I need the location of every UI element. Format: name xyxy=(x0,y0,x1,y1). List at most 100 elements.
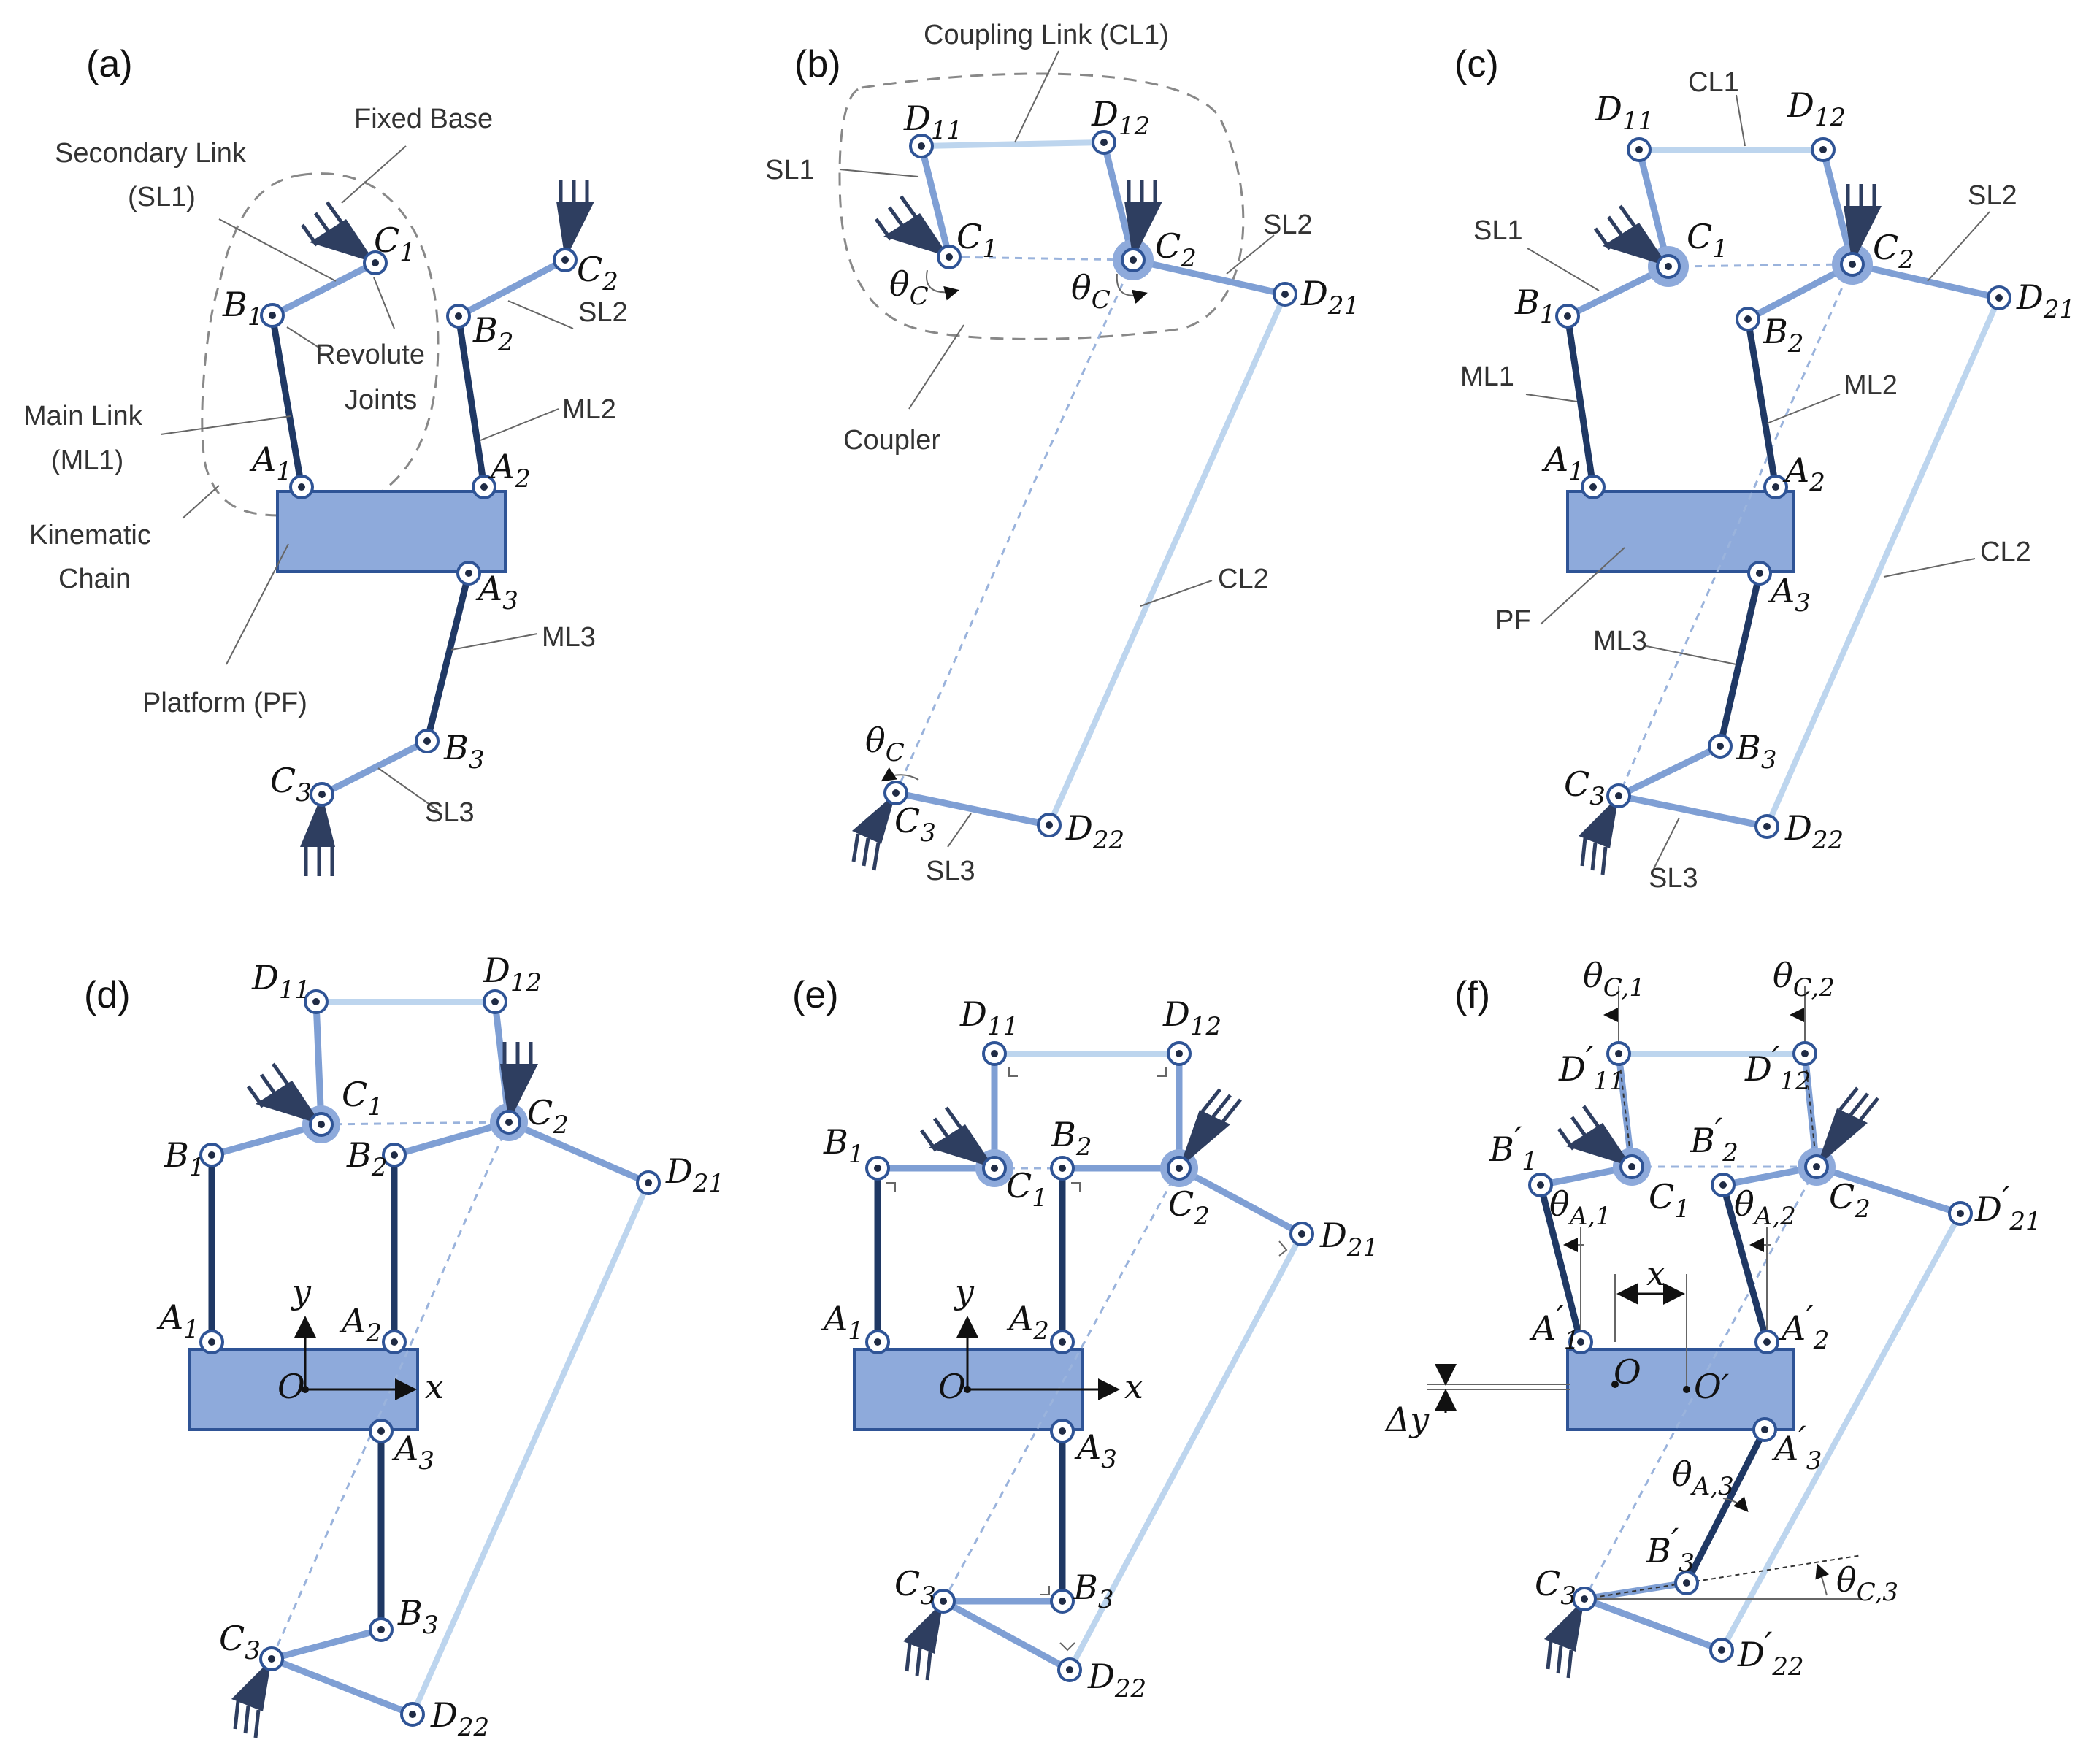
theta-c-arrow-3 xyxy=(881,767,919,782)
secondary-link-2-ext xyxy=(1849,261,2003,302)
label-c1: C1 xyxy=(1006,1166,1048,1213)
label-theta-c2: θC,2 xyxy=(1773,956,1835,1002)
label-d12: D12 xyxy=(1787,85,1846,132)
origin-dot xyxy=(302,1386,309,1393)
panel-c: (c) xyxy=(1454,43,2075,894)
origin-dot xyxy=(964,1386,971,1393)
label-d22: D22 xyxy=(430,1695,489,1742)
label-c2: C2 xyxy=(527,1093,569,1140)
label-b3: B3 xyxy=(1736,728,1776,775)
label-theta-c-1: θC xyxy=(889,264,929,311)
fixed-base-c1 xyxy=(300,201,375,263)
fixed-base-c3 xyxy=(1544,1599,1584,1679)
label-theta-c1: θC,1 xyxy=(1583,956,1645,1002)
panel-a: (a) xyxy=(23,43,628,876)
callout-ml1: ML1 xyxy=(1460,361,1514,392)
label-b2: B2 xyxy=(1763,312,1803,358)
panel-f: (f) xyxy=(1384,956,2041,1681)
coupling-link-2 xyxy=(1764,295,2002,829)
label-d11: D11 xyxy=(251,958,310,1005)
upper-link-2-dotted xyxy=(1804,1053,1817,1167)
label-d21: D21 xyxy=(2016,277,2075,324)
secondary-link-3 xyxy=(318,737,431,798)
label-origin: O xyxy=(938,1367,966,1406)
label-origin: O xyxy=(277,1367,305,1406)
label-c2: C2 xyxy=(577,250,618,296)
callout-main-link: Main Link xyxy=(23,401,143,432)
label-c1: C1 xyxy=(956,217,998,264)
label-c3: C3 xyxy=(219,1619,261,1665)
secondary-link-3-ext xyxy=(940,1598,1073,1673)
panel-label-d: (d) xyxy=(84,974,131,1016)
fixed-base-c3 xyxy=(851,793,896,871)
theta-c3-arrow xyxy=(1815,1563,1830,1596)
label-theta-a2: θA,2 xyxy=(1734,1184,1796,1231)
callout-cl1: CL1 xyxy=(1688,67,1739,98)
callout-ml2: ML2 xyxy=(562,394,616,425)
callout-coupler: Coupler xyxy=(843,425,940,456)
callout-main-link-ml1: (ML1) xyxy=(51,445,123,476)
label-theta-c-3: θC xyxy=(865,721,905,767)
label-b1: B1 xyxy=(164,1135,204,1182)
panel-label-b: (b) xyxy=(794,43,841,85)
label-c2: C2 xyxy=(1873,228,1914,275)
upper-link-1-dotted xyxy=(1618,1053,1633,1167)
callout-joints: Joints xyxy=(345,385,417,415)
label-x: x xyxy=(1124,1367,1143,1406)
fixed-base-c2 xyxy=(500,1042,538,1122)
label-c2: C2 xyxy=(1829,1177,1871,1224)
callout-coupling-link: Coupling Link (CL1) xyxy=(924,20,1169,50)
label-d12: D12 xyxy=(1162,994,1222,1041)
label-a3: A3 xyxy=(475,569,518,616)
callout-sl2: SL2 xyxy=(1968,180,2017,211)
label-origin-prime: O′ xyxy=(1694,1367,1730,1406)
label-c3: C3 xyxy=(1564,764,1606,811)
label-theta-c3: θC,3 xyxy=(1836,1560,1898,1607)
c2-c3-dashed xyxy=(942,1167,1181,1602)
upper-link-1 xyxy=(312,998,325,1128)
secondary-link-3-ext xyxy=(1615,792,1771,830)
secondary-link-1 xyxy=(918,142,953,261)
label-y: y xyxy=(954,1272,975,1311)
label-b1-prime: B′1 xyxy=(1489,1119,1538,1176)
origin-o-dot xyxy=(1611,1381,1619,1388)
fixed-base-c3 xyxy=(231,1659,272,1738)
label-x-dimension: x xyxy=(1646,1254,1665,1293)
callout-sl3: SL3 xyxy=(926,856,975,886)
label-d22: D22 xyxy=(1065,808,1124,855)
main-link-2 xyxy=(1744,315,1779,491)
coupling-link-2 xyxy=(1067,1231,1305,1673)
main-link-3 xyxy=(423,570,472,745)
label-b2: B2 xyxy=(346,1135,387,1182)
coupler-outline xyxy=(838,72,1245,340)
callout-secondary-link-sl1: (SL1) xyxy=(128,182,196,212)
callout-ml2: ML2 xyxy=(1844,370,1898,401)
callout-pf: PF xyxy=(1495,605,1531,636)
c2-c3-dashed xyxy=(1617,264,1854,797)
secondary-link-1 xyxy=(269,259,379,319)
coupling-link-2 xyxy=(410,1180,651,1717)
secondary-link-3 xyxy=(268,1626,385,1663)
label-theta-a3: θA,3 xyxy=(1672,1454,1734,1501)
joints xyxy=(865,1041,1314,1682)
label-origin: O xyxy=(1614,1352,1641,1392)
secondary-link-3 xyxy=(1615,743,1724,799)
platform xyxy=(1566,490,1795,573)
platform xyxy=(276,490,507,573)
coupling-link-1 xyxy=(918,139,1107,149)
main-link-3 xyxy=(1683,1426,1768,1587)
label-a3: A3 xyxy=(391,1429,434,1476)
callout-platform: Platform (PF) xyxy=(142,688,307,718)
main-link-1 xyxy=(269,312,305,491)
right-angle-marks xyxy=(886,1067,1288,1652)
main-link-1 xyxy=(1537,1181,1584,1346)
label-d22: D22 xyxy=(1087,1657,1146,1703)
label-a2-prime: A′2 xyxy=(1779,1298,1829,1355)
label-d12: D12 xyxy=(483,951,542,997)
coupling-link-2 xyxy=(1719,1211,1963,1653)
origin-o-prime-dot xyxy=(1683,1386,1690,1393)
callout-leaders xyxy=(160,145,574,811)
callout-secondary-link: Secondary Link xyxy=(55,138,247,169)
label-c1: C1 xyxy=(1687,217,1728,264)
panel-label-a: (a) xyxy=(86,43,133,85)
